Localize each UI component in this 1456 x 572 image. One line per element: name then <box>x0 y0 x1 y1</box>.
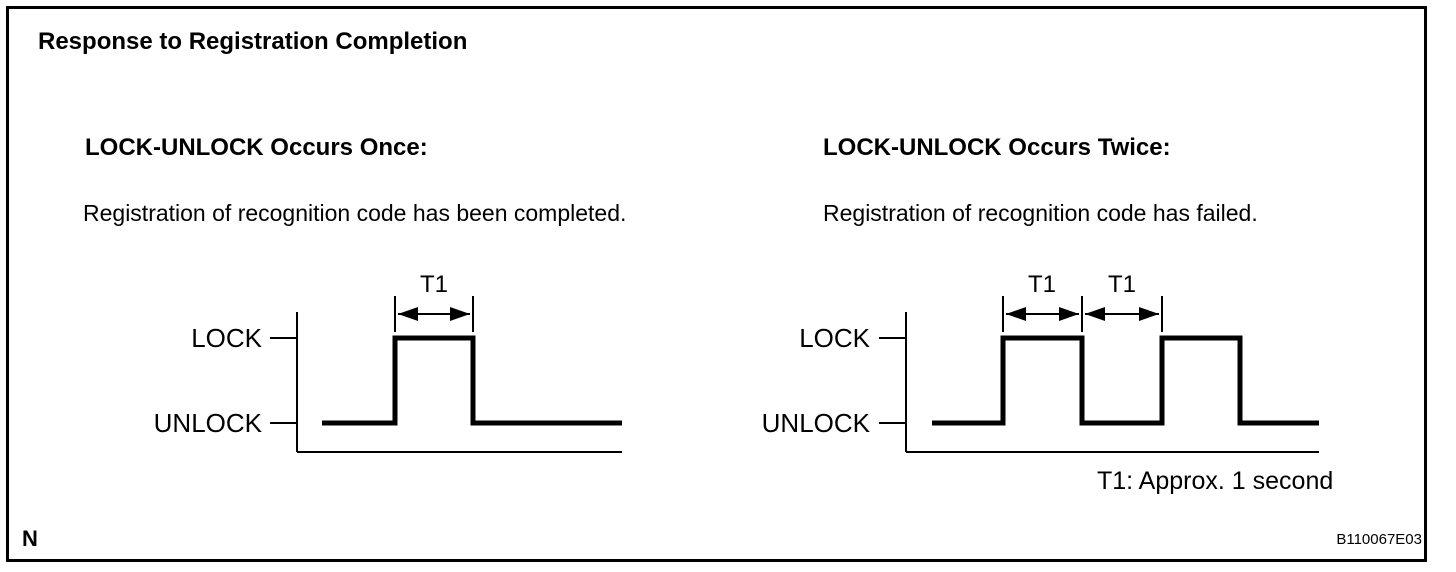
t1-duration-label-2: T1 <box>1108 271 1136 298</box>
figure-reference-code: B110067E03 <box>1336 531 1422 548</box>
t1-duration-label-1: T1 <box>1028 271 1056 298</box>
arrowhead-left-icon <box>398 307 418 321</box>
axes <box>270 312 622 453</box>
figure-title: Response to Registration Completion <box>38 28 468 55</box>
t1-duration-label: T1 <box>420 271 448 298</box>
t1-dimension <box>394 296 474 332</box>
corner-mark: N <box>22 526 38 551</box>
lock-signal-waveform <box>322 335 622 426</box>
lock-axis-label: LOCK <box>799 323 870 353</box>
unlock-axis-label: UNLOCK <box>762 408 871 438</box>
right-panel-description: Registration of recognition code has fai… <box>823 200 1258 226</box>
arrowhead-right-icon <box>1059 307 1079 321</box>
lock-signal-waveform <box>932 335 1319 426</box>
figure-border <box>6 6 1427 562</box>
arrowhead-right-icon <box>1139 307 1159 321</box>
timing-diagram-single-pulse: LOCK UNLOCK T1 <box>154 271 622 453</box>
timing-diagram-double-pulse: LOCK UNLOCK T1 T1 <box>762 271 1319 453</box>
lock-axis-label: LOCK <box>191 323 262 353</box>
arrowhead-right-icon <box>450 307 470 321</box>
arrowhead-left-icon <box>1006 307 1026 321</box>
arrowhead-left-icon <box>1085 307 1105 321</box>
right-panel-heading: LOCK-UNLOCK Occurs Twice: <box>823 134 1171 161</box>
axes <box>879 312 1319 453</box>
t1-dimensions <box>1002 296 1163 332</box>
left-panel-heading: LOCK-UNLOCK Occurs Once: <box>85 134 428 161</box>
unlock-axis-label: UNLOCK <box>154 408 263 438</box>
t1-definition-note: T1: Approx. 1 second <box>1097 467 1334 495</box>
left-panel-description: Registration of recognition code has bee… <box>83 200 627 226</box>
